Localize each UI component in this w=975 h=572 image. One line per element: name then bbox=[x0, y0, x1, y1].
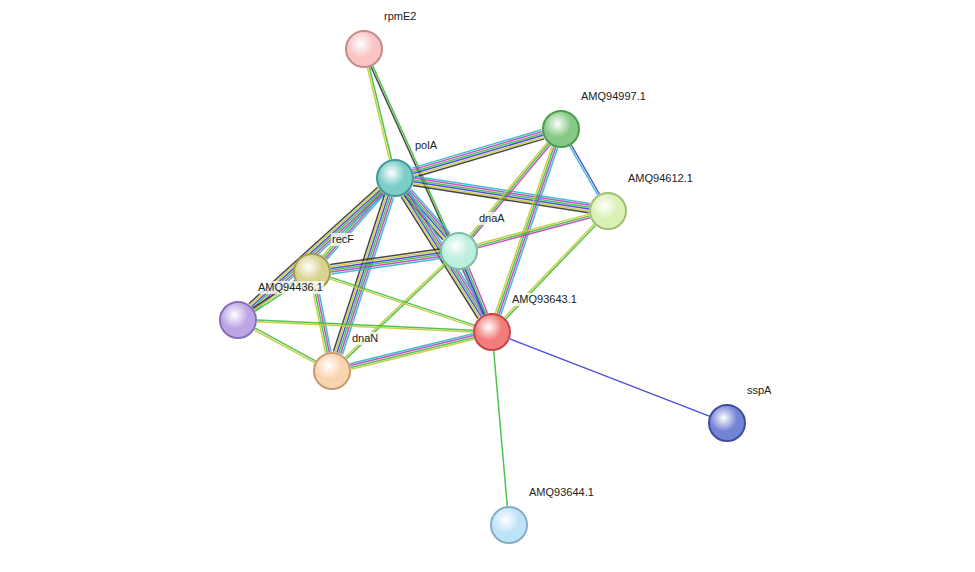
node-label: AMQ93644.1 bbox=[528, 486, 595, 499]
evidence-line bbox=[342, 198, 393, 355]
evidence-line bbox=[254, 330, 315, 363]
evidence-line bbox=[330, 251, 439, 267]
evidence-line bbox=[465, 269, 484, 315]
node-label: dnaA bbox=[478, 212, 506, 225]
interaction-edge bbox=[257, 320, 473, 332]
evidence-line bbox=[257, 320, 473, 330]
evidence-line bbox=[330, 277, 474, 325]
evidence-line bbox=[331, 253, 440, 269]
interaction-edge bbox=[570, 145, 600, 195]
node-label: recF bbox=[331, 233, 355, 246]
node-label: polA bbox=[414, 139, 438, 152]
evidence-line bbox=[401, 197, 478, 319]
evidence-line bbox=[339, 196, 390, 353]
interaction-edge bbox=[254, 328, 316, 363]
interaction-edge bbox=[464, 268, 488, 316]
interaction-edge bbox=[470, 142, 551, 237]
evidence-line bbox=[255, 194, 384, 310]
interaction-edge bbox=[413, 176, 590, 213]
protein-node: polA bbox=[376, 159, 414, 197]
node-label: AMQ93643.1 bbox=[511, 293, 578, 306]
interaction-edge bbox=[494, 351, 508, 506]
evidence-line bbox=[464, 270, 483, 316]
evidence-line bbox=[571, 145, 599, 194]
protein-node: rpmE2 bbox=[345, 30, 383, 68]
node-label: AMQ94436.1 bbox=[257, 281, 324, 294]
evidence-line bbox=[414, 178, 590, 205]
interaction-edge bbox=[249, 187, 384, 311]
evidence-line bbox=[414, 182, 589, 209]
evidence-line bbox=[470, 142, 548, 235]
evidence-line bbox=[413, 134, 543, 172]
protein-node: AMQ93643.1 bbox=[473, 313, 511, 351]
evidence-line bbox=[315, 291, 328, 353]
evidence-line bbox=[368, 68, 390, 160]
evidence-line bbox=[341, 197, 392, 354]
node-label: dnaN bbox=[351, 332, 379, 345]
evidence-line bbox=[412, 132, 542, 170]
interaction-edge bbox=[333, 195, 393, 355]
interaction-edge bbox=[505, 224, 596, 319]
evidence-line bbox=[570, 146, 598, 195]
evidence-line bbox=[506, 225, 596, 319]
protein-node: dnaA bbox=[440, 232, 478, 270]
evidence-line bbox=[412, 130, 542, 168]
interaction-edge bbox=[313, 290, 331, 353]
protein-node: AMQ94612.1 bbox=[589, 192, 627, 230]
node-label: AMQ94997.1 bbox=[580, 90, 647, 103]
interaction-edge bbox=[510, 339, 710, 416]
evidence-line bbox=[505, 224, 595, 318]
evidence-line bbox=[337, 196, 388, 353]
node-label: AMQ94612.1 bbox=[627, 172, 694, 185]
evidence-line bbox=[414, 135, 544, 173]
evidence-line bbox=[257, 322, 473, 332]
protein-node: AMQ93644.1 bbox=[490, 506, 528, 544]
protein-node: sspA bbox=[708, 404, 746, 442]
interaction-edge bbox=[330, 277, 475, 327]
node-label: sspA bbox=[746, 384, 772, 397]
evidence-line bbox=[371, 67, 483, 315]
evidence-line bbox=[510, 339, 710, 416]
evidence-line bbox=[369, 67, 391, 159]
protein-node: AMQ94436.1 bbox=[219, 301, 257, 339]
node-label: rpmE2 bbox=[383, 10, 417, 23]
protein-node: AMQ94997.1 bbox=[542, 110, 580, 148]
evidence-line bbox=[255, 328, 316, 361]
protein-node: dnaN bbox=[313, 352, 351, 390]
interaction-edge bbox=[330, 249, 441, 274]
evidence-line bbox=[467, 268, 486, 314]
evidence-line bbox=[330, 249, 439, 265]
evidence-line bbox=[330, 279, 474, 327]
evidence-line bbox=[494, 351, 508, 506]
